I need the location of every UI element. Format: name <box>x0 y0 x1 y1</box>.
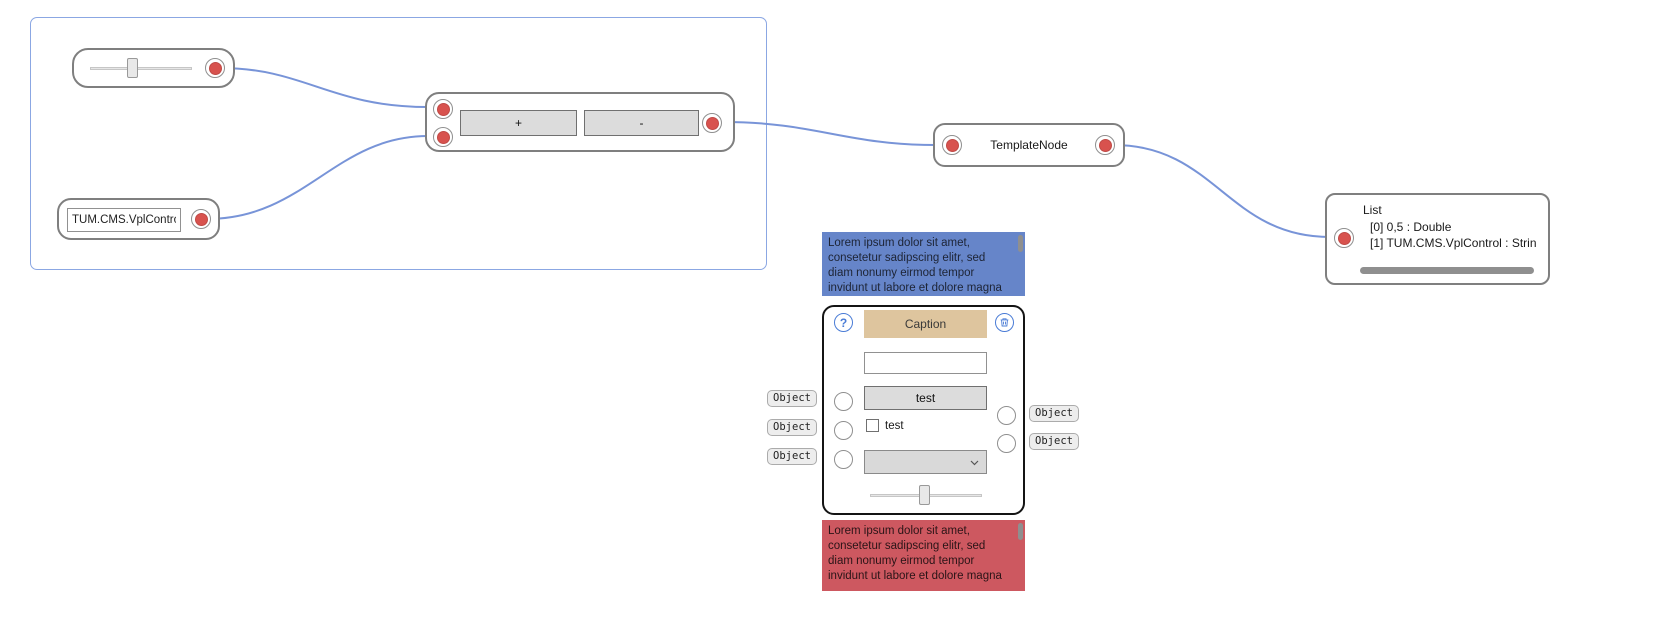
port-type-badge: Object <box>1029 405 1079 422</box>
help-icon[interactable]: ? <box>834 313 853 332</box>
template-node[interactable]: TemplateNode <box>933 123 1125 167</box>
input-port[interactable] <box>942 135 962 155</box>
output-port[interactable] <box>205 58 225 78</box>
input-port[interactable] <box>1334 228 1354 248</box>
comment-scrollbar[interactable] <box>1018 235 1023 252</box>
comment-line: diam nonumy eirmod tempor <box>828 555 975 567</box>
list-horizontal-scrollbar[interactable] <box>1360 267 1534 274</box>
port-type-badge: Object <box>767 448 817 465</box>
list-item: [1] TUM.CMS.VplControl : Strin <box>1370 236 1537 250</box>
list-title: List <box>1363 203 1382 217</box>
comment-line: invidunt ut labore et dolore magna <box>828 570 1002 582</box>
template-node-label: TemplateNode <box>990 138 1068 152</box>
math-node[interactable]: + - <box>425 92 735 152</box>
wire-template-to-list <box>1113 144 1331 238</box>
caption-text-input[interactable] <box>864 352 987 374</box>
output-port[interactable] <box>1095 135 1115 155</box>
slider-track[interactable] <box>90 67 192 70</box>
slider-thumb[interactable] <box>127 58 138 78</box>
list-node[interactable]: List [0] 0,5 : Double [1] TUM.CMS.VplCon… <box>1325 193 1550 285</box>
string-input-field[interactable] <box>67 208 181 232</box>
minus-button[interactable]: - <box>584 110 699 136</box>
checkbox[interactable] <box>866 419 879 432</box>
comment-line: Lorem ipsum dolor sit amet, <box>828 525 970 537</box>
comment-line: Lorem ipsum dolor sit amet, <box>828 237 970 249</box>
test-checkbox-row[interactable]: test <box>866 419 904 432</box>
test-button[interactable]: test <box>864 386 987 410</box>
output-port[interactable] <box>191 209 211 229</box>
caption-node[interactable]: ? Caption test test <box>822 305 1025 515</box>
list-item: [0] 0,5 : Double <box>1370 219 1452 234</box>
input-port-1[interactable] <box>433 99 453 119</box>
port-type-badge: Object <box>767 390 817 407</box>
comment-line: invidunt ut labore et dolore magna <box>828 282 1002 294</box>
object-output-port-1[interactable] <box>997 406 1016 425</box>
comment-blue[interactable]: Lorem ipsum dolor sit amet, consetetur s… <box>822 232 1025 296</box>
string-input-node[interactable] <box>57 198 220 240</box>
comment-line: consetetur sadipscing elitr, sed <box>828 540 986 552</box>
chevron-down-icon <box>970 460 979 466</box>
caption-header[interactable]: Caption <box>864 310 987 338</box>
comment-scrollbar[interactable] <box>1018 523 1023 540</box>
comment-line: consetetur sadipscing elitr, sed <box>828 252 986 264</box>
output-port[interactable] <box>702 113 722 133</box>
caption-slider-thumb[interactable] <box>919 485 930 505</box>
checkbox-label: test <box>885 419 904 432</box>
slider-node[interactable] <box>72 48 235 88</box>
trash-glyph <box>1000 318 1009 327</box>
trash-icon[interactable] <box>995 313 1014 332</box>
object-output-port-2[interactable] <box>997 434 1016 453</box>
comment-line: diam nonumy eirmod tempor <box>828 267 975 279</box>
input-port-2[interactable] <box>433 127 453 147</box>
combobox[interactable] <box>864 450 987 474</box>
port-type-badge: Object <box>1029 433 1079 450</box>
port-type-badge: Object <box>767 419 817 436</box>
object-input-port-3[interactable] <box>834 450 853 469</box>
object-input-port-2[interactable] <box>834 421 853 440</box>
object-input-port-1[interactable] <box>834 392 853 411</box>
comment-red[interactable]: Lorem ipsum dolor sit amet, consetetur s… <box>822 520 1025 591</box>
plus-button[interactable]: + <box>460 110 577 136</box>
